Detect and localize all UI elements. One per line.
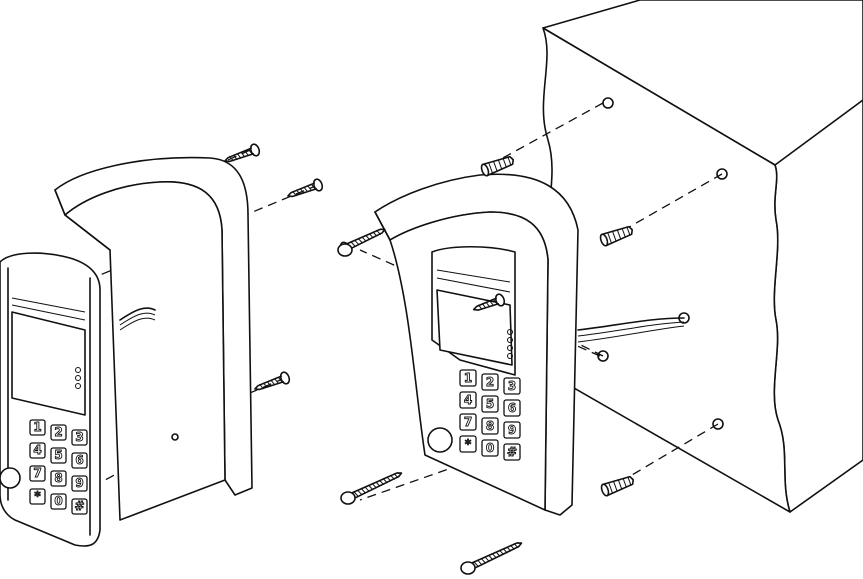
keypad-key: 7 [29,465,46,482]
wall-plug [480,155,514,177]
keypad-key: 9 [503,421,521,439]
keypad-key: 5 [50,447,67,464]
keypad-key-label: 5 [486,397,494,411]
keypad-key-label: 8 [54,471,62,485]
screw-cap [460,561,476,575]
keypad-key: 0 [481,439,499,457]
keypad-key: 6 [503,399,521,417]
keypad-key-label: # [507,445,517,459]
keypad-key-label: 3 [508,379,516,393]
left-housing [54,156,253,521]
keypad-key: * [459,435,477,453]
screw [472,293,506,311]
keypad-key: 8 [50,470,67,487]
keypad-key-label: 2 [486,375,494,389]
keypad-key: 1 [459,369,477,387]
keypad-key: 3 [71,429,88,446]
keypad-key: 6 [71,452,88,469]
keypad-key-label: 1 [33,420,41,434]
screw-cap [337,243,353,257]
keypad-key: 8 [481,417,499,435]
screw-cap [340,491,356,505]
keypad-key-label: * [465,437,472,451]
keypad-key: 5 [481,395,499,413]
keypad-key: 0 [50,493,67,510]
screw [254,371,291,391]
keypad-key-label: 8 [486,419,494,433]
keypad-key: 2 [50,424,67,441]
keypad-key-label: 4 [464,393,472,407]
keypad-key-label: 0 [486,441,494,455]
keypad-key-label: 6 [508,401,516,415]
keypad-key: 4 [29,442,46,459]
keypad-key: 9 [71,475,88,492]
keypad-key-label: # [74,499,84,513]
keypad-key-label: 0 [54,494,62,508]
wall-plug [600,475,634,497]
keypad-key-label: 6 [75,453,83,467]
keypad-key-label: 4 [33,443,41,457]
screw [287,178,324,198]
keypad-key-label: * [34,489,41,503]
keypad-key: 1 [29,419,46,436]
keypad-key-label: 2 [54,425,62,439]
keypad-key-label: 7 [33,466,41,480]
keypad-key-label: 1 [464,371,472,385]
keypad-key: 3 [503,377,521,395]
keypad-key: 4 [459,391,477,409]
keypad-key: 2 [481,373,499,391]
wall-plug [599,225,633,247]
screw [224,143,261,163]
keypad-key: # [71,498,88,515]
keypad-key: * [29,488,46,505]
keypad-key: 7 [459,413,477,431]
wall-block [542,0,863,513]
screws [224,143,634,575]
keypad-key-label: 5 [54,448,62,462]
keypad-key-label: 3 [75,430,83,444]
keypad-key-label: 7 [464,415,472,429]
keypad-key: # [503,443,521,461]
keypad-key-label: 9 [75,476,83,490]
keypad-key-label: 9 [508,423,516,437]
